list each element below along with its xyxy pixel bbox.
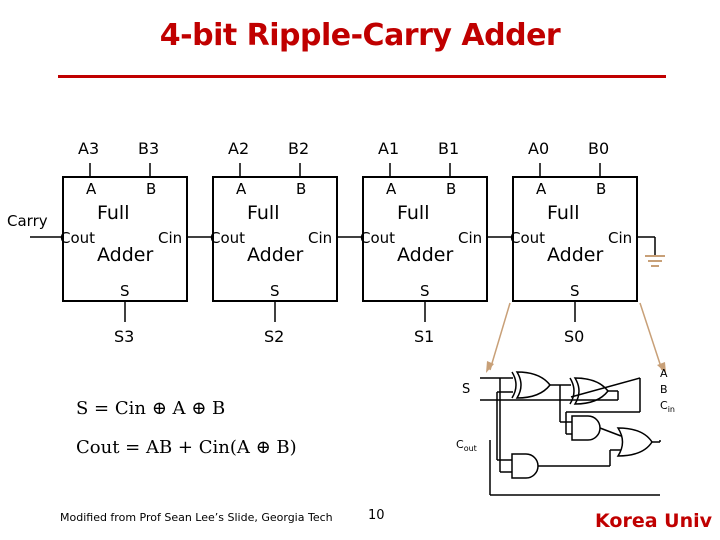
- block-text-adder: Adder: [397, 244, 454, 266]
- pin-a: A: [86, 180, 97, 198]
- gate-s-label: S: [462, 382, 471, 397]
- pin-cin: Cin: [308, 229, 333, 247]
- sum-wires: [124, 302, 576, 322]
- pin-b: B: [596, 180, 607, 198]
- footer-credit: Modified from Prof Sean Lee’s Slide, Geo…: [60, 511, 333, 524]
- full-adder-0: A B Full Cout Cin Adder S: [510, 176, 638, 302]
- gate-cin-main: C: [660, 399, 668, 412]
- gate-cin-sub: in: [667, 405, 675, 415]
- pin-cout: Cout: [360, 229, 396, 247]
- pin-b: B: [296, 180, 307, 198]
- pin-cin: Cin: [158, 229, 183, 247]
- carry-formula: Cout = AB + Cin(A ⊕ B): [76, 437, 297, 458]
- full-adder-3: A B Full Cout Cin Adder S: [60, 176, 188, 302]
- input-label-b0: B0: [588, 139, 610, 158]
- block-text-adder: Adder: [247, 244, 304, 266]
- carry-label: Carry: [7, 212, 48, 230]
- gate-input-cin: Cin: [660, 399, 675, 414]
- input-label-a1: A1: [378, 139, 400, 158]
- arrowhead-left: [486, 361, 494, 373]
- page-number: 10: [368, 508, 385, 523]
- block-text-full: Full: [247, 202, 280, 224]
- output-label-s2: S2: [264, 327, 285, 346]
- block-text-adder: Adder: [97, 244, 154, 266]
- pin-s: S: [120, 282, 130, 300]
- gate-schematic: [480, 371, 661, 496]
- arrowhead-right: [657, 362, 666, 373]
- pin-s: S: [270, 282, 280, 300]
- block-text-full: Full: [97, 202, 130, 224]
- input-label-b2: B2: [288, 139, 310, 158]
- full-adder-1: A B Full Cout Cin Adder S: [360, 176, 488, 302]
- output-label-s3: S3: [114, 327, 135, 346]
- block-text-adder: Adder: [547, 244, 604, 266]
- output-label-s1: S1: [414, 327, 435, 346]
- input-wires: [89, 163, 601, 176]
- pin-cin: Cin: [458, 229, 483, 247]
- input-label-b1: B1: [438, 139, 460, 158]
- title-underline: [58, 75, 666, 78]
- gate-cout-label: Cout: [456, 438, 477, 453]
- pin-a: A: [386, 180, 397, 198]
- pin-cin: Cin: [608, 229, 633, 247]
- sum-formula: S = Cin ⊕ A ⊕ B: [76, 398, 226, 419]
- input-label-b3: B3: [138, 139, 160, 158]
- pin-s: S: [570, 282, 580, 300]
- pin-a: A: [536, 180, 547, 198]
- block-text-full: Full: [547, 202, 580, 224]
- input-label-a2: A2: [228, 139, 250, 158]
- gate-cout-main: C: [456, 438, 464, 451]
- pin-b: B: [446, 180, 457, 198]
- ground-icon: [645, 255, 665, 267]
- pin-a: A: [236, 180, 247, 198]
- pin-cout: Cout: [510, 229, 546, 247]
- slide-title: 4-bit Ripple-Carry Adder: [159, 18, 561, 53]
- pin-cout: Cout: [210, 229, 246, 247]
- pin-s: S: [420, 282, 430, 300]
- block-text-full: Full: [397, 202, 430, 224]
- gate-cout-sub: out: [463, 444, 477, 454]
- full-adder-2: A B Full Cout Cin Adder S: [210, 176, 338, 302]
- input-label-a0: A0: [528, 139, 550, 158]
- pin-b: B: [146, 180, 157, 198]
- output-label-s0: S0: [564, 327, 585, 346]
- korea-univ-logo-text: Korea Univ: [595, 510, 712, 532]
- input-label-a3: A3: [78, 139, 100, 158]
- carry-wires: [30, 236, 656, 255]
- detail-arrows: [489, 302, 663, 371]
- pin-cout: Cout: [60, 229, 96, 247]
- gate-input-b: B: [660, 383, 668, 396]
- gate-input-a: A: [660, 367, 668, 380]
